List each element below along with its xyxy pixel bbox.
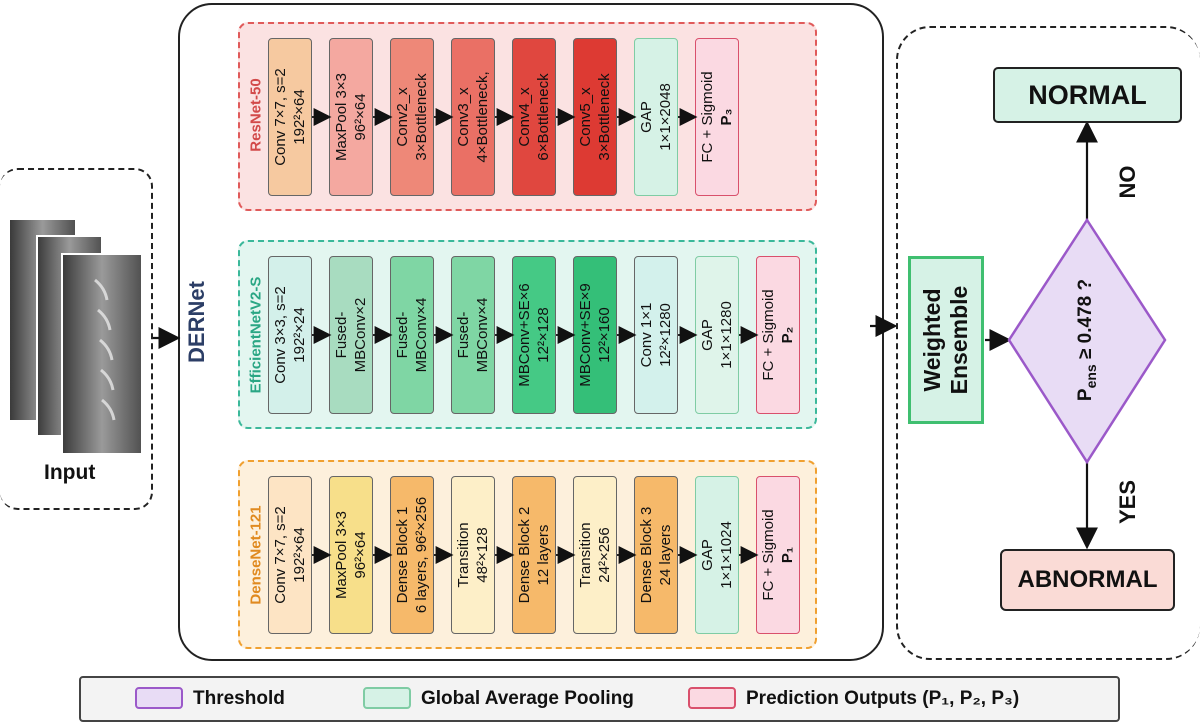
input-panel	[0, 168, 153, 510]
legend-gap: Global Average Pooling	[421, 688, 634, 709]
block-arrows	[312, 108, 759, 564]
normal-box: NORMAL	[993, 67, 1182, 123]
decision-panel	[896, 26, 1200, 660]
input-label: Input	[44, 461, 96, 484]
condition-rest: ≥ 0.478 ?	[1075, 278, 1097, 365]
condition-sub: ens	[1082, 364, 1099, 389]
yes-label: YES	[1115, 479, 1140, 525]
spine-vertebrae	[94, 278, 116, 421]
weighted-ensemble-box: Weighted Ensemble	[908, 256, 984, 424]
legend-swatch-gap	[363, 687, 411, 709]
efficient-block-3: Fused-MBConv×4	[390, 256, 434, 414]
threshold-diamond	[1007, 217, 1167, 465]
ensemble-line1: Weighted	[919, 288, 945, 392]
legend-swatch-threshold	[135, 687, 183, 709]
normal-label: NORMAL	[1028, 79, 1147, 110]
efficient-block-4: Fused-MBConv×4	[451, 256, 495, 414]
threshold-condition: Pens ≥ 0.478 ?	[1075, 279, 1099, 401]
legend-swatch-prediction	[688, 687, 736, 709]
ensemble-line2: Ensemble	[946, 285, 972, 395]
condition-p: P	[1075, 388, 1097, 402]
abnormal-box: ABNORMAL	[1000, 549, 1175, 611]
no-label: NO	[1115, 165, 1140, 199]
legend-threshold: Threshold	[193, 688, 285, 709]
legend-prediction: Prediction Outputs (P₁, P₂, P₃)	[746, 688, 1020, 709]
xray-stack	[10, 220, 143, 455]
legend: Threshold Global Average Pooling Predict…	[79, 676, 1120, 722]
abnormal-label: ABNORMAL	[1017, 566, 1158, 593]
